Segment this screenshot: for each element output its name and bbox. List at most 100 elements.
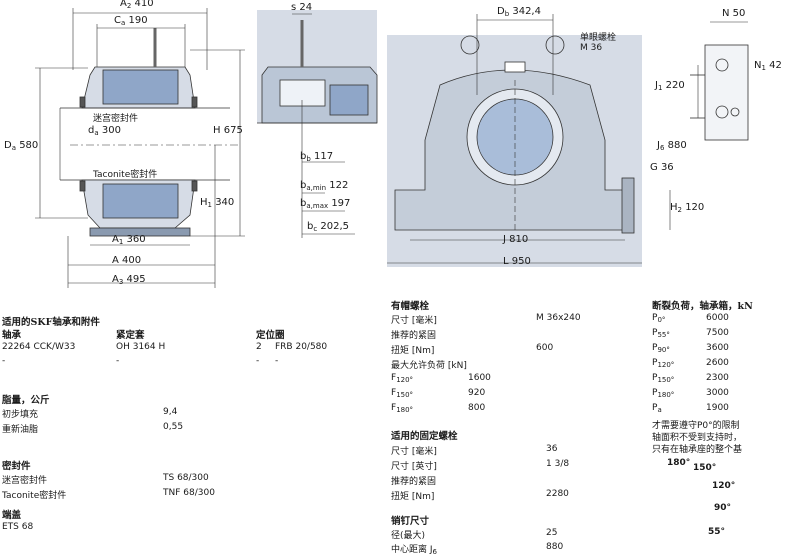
grease-label: 重新油脂 <box>2 425 39 435</box>
section-title-fixing-bolts: 适用的固定螺栓 <box>391 431 458 442</box>
right-housing-front <box>387 35 642 267</box>
cell-bearing: 22264 CCK/W33 <box>2 342 76 352</box>
fix-row-value: 36 <box>546 444 558 454</box>
breaking-load-label: P120° <box>652 358 675 369</box>
dim-J1: J1 220 <box>655 80 685 92</box>
load-value: 920 <box>468 388 486 398</box>
cell-dash: - <box>256 356 260 366</box>
cell-ring-qty: 2 <box>256 342 262 352</box>
technical-drawing <box>35 8 749 288</box>
cell-dash: - <box>2 356 6 366</box>
section-title-breaking-loads: 断裂负荷，轴承箱，kN <box>652 301 753 312</box>
label-eye-bolt: 单眼螺栓 <box>580 33 617 43</box>
seal-label: 迷宫密封件 <box>2 476 48 486</box>
fix-row-label: 尺寸 [毫米] <box>391 447 437 457</box>
dim-Ca: Ca 190 <box>114 15 148 27</box>
pin-row-value: 25 <box>546 528 558 538</box>
section-title-dowel-pins: 销钉尺寸 <box>391 516 430 527</box>
side-bolt-view <box>690 21 749 141</box>
cell-sleeve: OH 3164 H <box>116 342 166 352</box>
breaking-load-value: 6000 <box>706 313 729 323</box>
load-label: F150° <box>391 388 414 399</box>
load-label: F120° <box>391 373 414 384</box>
section-title-seals: 密封件 <box>2 461 31 472</box>
dim-Da: Da 580 <box>4 140 39 152</box>
dim-A: A 400 <box>112 255 142 266</box>
breaking-load-value: 2600 <box>706 358 729 368</box>
note-line: 轴面积不受到支持时， <box>652 433 743 443</box>
dim-ba-max: ba,max 197 <box>300 198 351 210</box>
dim-bc: bc 202,5 <box>307 221 350 233</box>
section-title-bearings: 适用的SKF轴承和附件 <box>2 317 100 328</box>
mid-bearing-section <box>257 10 378 124</box>
cap-row-value: 600 <box>536 343 554 353</box>
dim-Db: Db 342,4 <box>497 6 541 18</box>
pin-row-value: 880 <box>546 542 564 552</box>
dim-da: da 300 <box>88 125 121 137</box>
dim-J6: J6 880 <box>657 140 687 152</box>
breaking-load-label: P55° <box>652 328 670 339</box>
angle-label: 150° <box>693 463 717 473</box>
angle-label: 180° <box>667 458 691 468</box>
angle-label: 120° <box>712 481 736 491</box>
fix-row-label: 扭矩 [Nm] <box>391 492 435 502</box>
dim-J: J 810 <box>503 234 529 245</box>
dim-H1: H1 340 <box>200 197 235 209</box>
breaking-load-label: P0° <box>652 313 666 324</box>
dim-G: G 36 <box>650 162 674 173</box>
section-title-cap-bolts: 有帽螺栓 <box>391 301 430 312</box>
left-dimension-lines <box>35 8 245 288</box>
dim-H: H 675 <box>213 125 243 136</box>
note-line: 才需要遵守P0°的限制 <box>652 421 740 431</box>
dim-H2: H2 120 <box>670 202 705 214</box>
cell-dash: - <box>116 356 120 366</box>
dim-A3: A3 495 <box>112 274 146 286</box>
cap-row-label: 扭矩 [Nm] <box>391 346 435 356</box>
grease-value: 9,4 <box>163 407 178 417</box>
right-dimension-lines <box>387 14 671 264</box>
angle-label: 90° <box>714 503 732 513</box>
breaking-load-value: 7500 <box>706 328 729 338</box>
cell-ring: FRB 20/580 <box>275 342 328 352</box>
cell-dash: - <box>275 356 279 366</box>
label-taconite-seal: Taconite密封件 <box>93 170 158 180</box>
seal-label: Taconite密封件 <box>2 491 67 501</box>
breaking-load-value: 3600 <box>706 343 729 353</box>
dim-A2: A2 410 <box>120 0 154 10</box>
fix-row-label: 推荐的紧固 <box>391 477 437 487</box>
breaking-load-label: Pa <box>652 403 662 414</box>
dim-s: s 24 <box>291 2 313 13</box>
fix-row-value: 2280 <box>546 489 569 499</box>
mid-dimension-lines <box>292 13 355 238</box>
cap-row-value: M 36x240 <box>536 313 581 323</box>
breaking-load-value: 3000 <box>706 388 729 398</box>
section-title-grease: 脂量，公斤 <box>2 395 50 406</box>
seal-value: TNF 68/300 <box>163 488 215 498</box>
header-bearing: 轴承 <box>2 330 22 341</box>
load-value: 1600 <box>468 373 491 383</box>
dim-N: N 50 <box>722 8 746 19</box>
header-adapter-sleeve: 紧定套 <box>116 330 145 341</box>
angle-label: 55° <box>708 527 726 537</box>
end-cover-value: ETS 68 <box>2 522 34 532</box>
breaking-load-label: P180° <box>652 388 675 399</box>
load-value: 800 <box>468 403 486 413</box>
dim-L: L 950 <box>503 256 531 267</box>
breaking-load-value: 2300 <box>706 373 729 383</box>
header-locating-ring: 定位圈 <box>256 330 285 341</box>
breaking-load-value: 1900 <box>706 403 729 413</box>
dim-ba-min: ba,min 122 <box>300 180 349 192</box>
dim-N1: N1 42 <box>754 60 782 72</box>
grease-label: 初步填充 <box>2 410 39 420</box>
seal-value: TS 68/300 <box>163 473 209 483</box>
section-title-end-cover: 端盖 <box>2 510 22 521</box>
cap-row-label: 尺寸 [毫米] <box>391 316 437 326</box>
breaking-load-label: P90° <box>652 343 670 354</box>
dim-bb: bb 117 <box>300 151 334 163</box>
left-housing-section <box>60 28 240 237</box>
fix-row-label: 尺寸 [英寸] <box>391 462 437 472</box>
dim-A1: A1 360 <box>112 234 146 246</box>
label-bolt-size: M 36 <box>580 43 603 53</box>
note-line: 只有在轴承座的整个基 <box>652 445 743 455</box>
pin-row-label: 径(最大) <box>391 531 426 541</box>
